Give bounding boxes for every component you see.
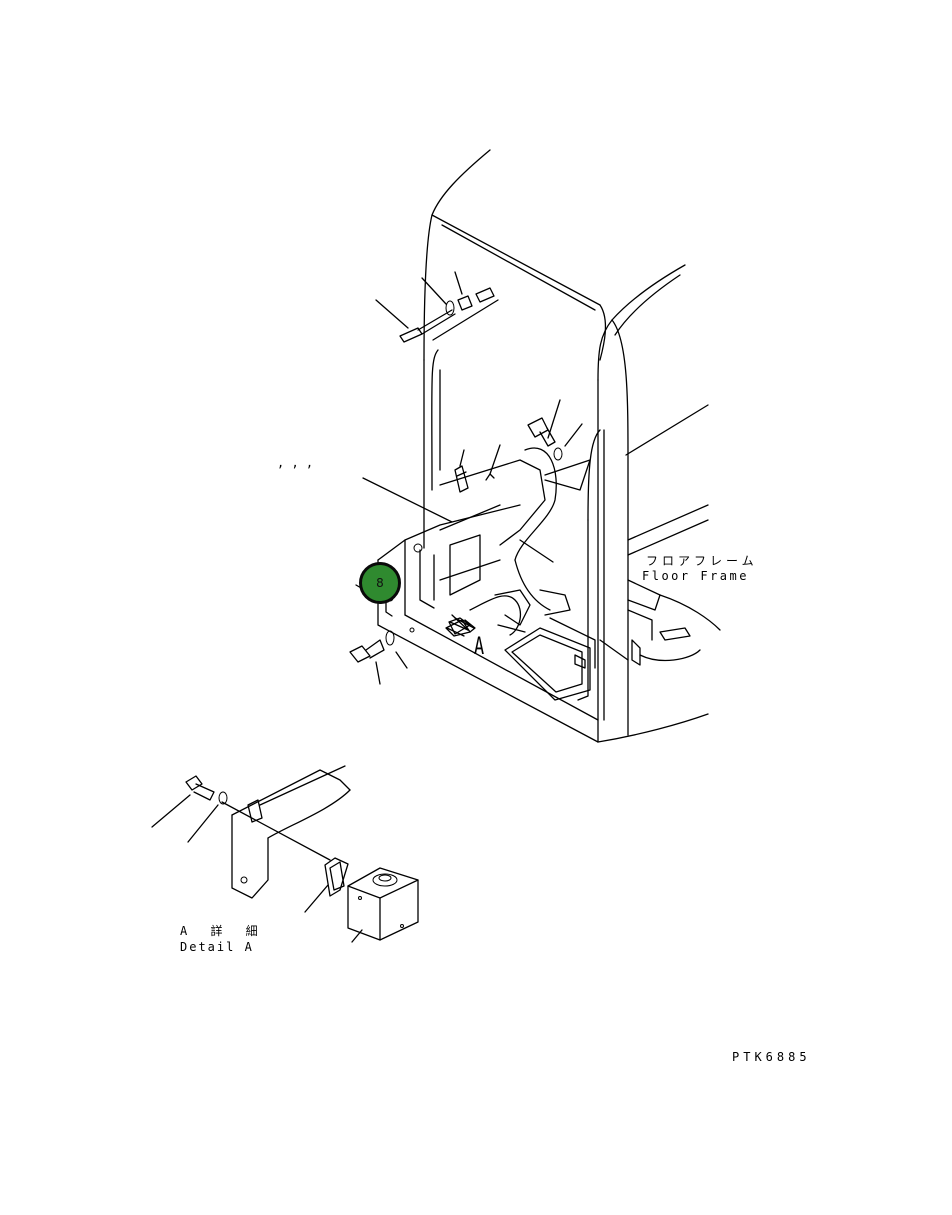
wire-harness xyxy=(448,589,531,636)
detail-a-title-jp: A 詳 細 xyxy=(180,924,266,938)
lower-bolt xyxy=(349,584,408,685)
floor-frame-label-jp: フロアフレーム xyxy=(646,554,758,568)
mid-fasteners xyxy=(362,399,583,563)
rear-post xyxy=(423,299,605,721)
view-a-letter: A xyxy=(474,632,485,660)
cab-shell xyxy=(423,149,709,743)
label-commas: , , , xyxy=(277,456,314,470)
top-fasteners xyxy=(375,271,495,343)
callout-number: 8 xyxy=(376,576,384,590)
view-arrow xyxy=(445,617,475,637)
drawing-code: PTK6885 xyxy=(732,1050,811,1064)
part-callout-8[interactable]: 8 xyxy=(359,562,401,604)
detail-a-drawing xyxy=(151,765,419,943)
floor-frame xyxy=(504,579,721,701)
floor-frame-label-en: Floor Frame xyxy=(642,569,749,583)
floor-bracket xyxy=(377,447,599,743)
detail-a-title-en: Detail A xyxy=(180,940,254,954)
